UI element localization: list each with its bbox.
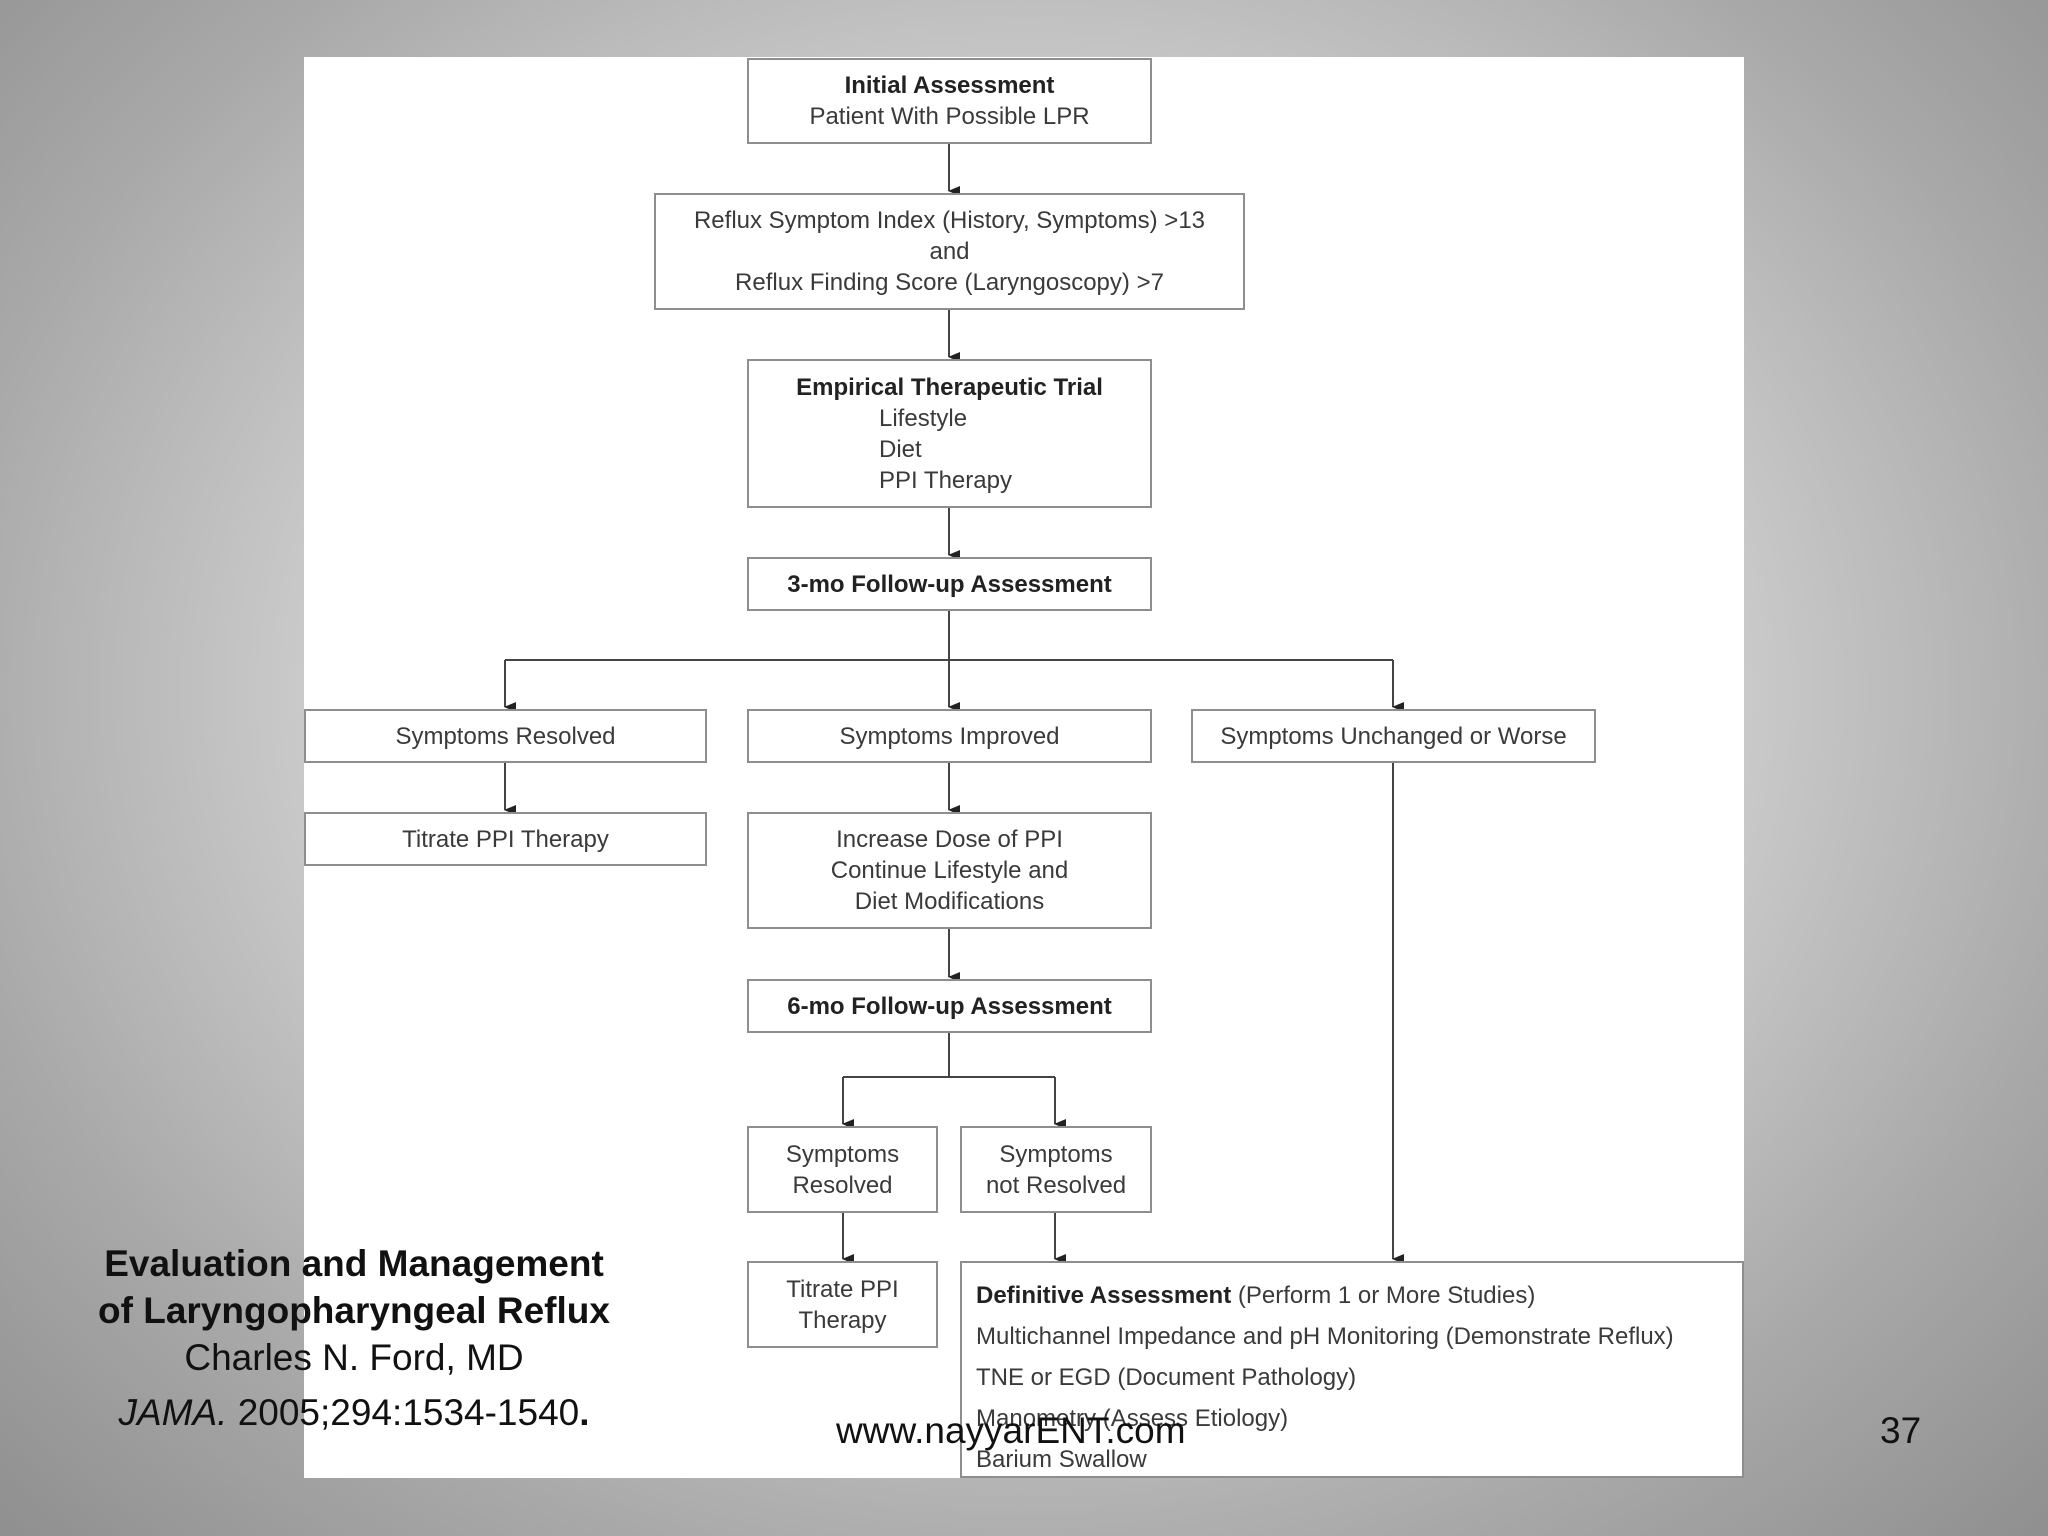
citation-author: Charles N. Ford, MD — [184, 1337, 524, 1378]
symptoms-resolved-box: Symptoms Resolved — [304, 709, 707, 763]
titrate-ppi-label: Titrate PPI Therapy — [402, 825, 609, 853]
split-line-followup3 — [505, 611, 1393, 661]
trial-item-lifestyle: Lifestyle — [879, 404, 968, 432]
titrate2-line2: Therapy — [798, 1306, 887, 1334]
increase-line1: Increase Dose of PPI — [836, 826, 1063, 853]
split-line-followup6 — [843, 1033, 1055, 1078]
citation-block: Evaluation and Management of Laryngophar… — [64, 1240, 644, 1436]
slide-number: 37 — [1880, 1410, 1922, 1451]
citation-period: . — [579, 1392, 590, 1433]
empirical-trial-title: Empirical Therapeutic Trial — [796, 373, 1103, 401]
citation-journal-line: JAMA. 2005;294:1534-1540. — [64, 1389, 644, 1436]
followup-3mo-box: 3-mo Follow-up Assessment — [747, 557, 1152, 611]
titrate2-line1: Titrate PPI — [786, 1275, 899, 1303]
website-url: www.nayyarENT.com — [836, 1410, 1186, 1451]
followup-6mo-box: 6-mo Follow-up Assessment — [747, 979, 1152, 1033]
definitive-item-manometry: Manometry (Assess Etiology) — [976, 1405, 1289, 1432]
initial-assessment-title: Initial Assessment — [844, 72, 1055, 99]
increase-dose-box: Increase Dose of PPI Continue Lifestyle … — [747, 812, 1152, 929]
resolved2-line1: Symptoms — [785, 1140, 900, 1168]
criteria-line2: and — [929, 238, 970, 265]
resolved2-line2: Resolved — [792, 1171, 893, 1199]
initial-assessment-subtitle: Patient With Possible LPR — [809, 103, 1090, 130]
citation-journal: JAMA. — [118, 1392, 228, 1433]
followup-3mo-label: 3-mo Follow-up Assessment — [787, 570, 1112, 598]
symptoms-unchanged-box: Symptoms Unchanged or Worse — [1191, 709, 1596, 763]
symptoms-not-resolved-box: Symptoms not Resolved — [960, 1126, 1152, 1213]
definitive-item-impedance: Multichannel Impedance and pH Monitoring… — [976, 1323, 1674, 1350]
citation-reference: 2005;294:1534-1540 — [227, 1392, 580, 1433]
definitive-item-tne: TNE or EGD (Document Pathology) — [976, 1364, 1357, 1391]
increase-line2: Continue Lifestyle and — [830, 857, 1069, 884]
trial-item-ppi: PPI Therapy — [879, 466, 1012, 494]
titrate-ppi-box: Titrate PPI Therapy — [304, 812, 707, 866]
symptoms-resolved-label: Symptoms Resolved — [395, 722, 616, 750]
trial-item-diet: Diet — [879, 435, 922, 463]
titrate-ppi-6mo-box: Titrate PPI Therapy — [747, 1261, 938, 1348]
definitive-title-note: (Perform 1 or More Studies) — [1237, 1282, 1536, 1309]
symptoms-improved-box: Symptoms Improved — [747, 709, 1152, 763]
criteria-line3: Reflux Finding Score (Laryngoscopy) >7 — [735, 269, 1164, 296]
definitive-item-barium: Barium Swallow — [976, 1446, 1147, 1473]
citation-title-line2: of Laryngopharyngeal Reflux — [98, 1290, 610, 1331]
criteria-box: Reflux Symptom Index (History, Symptoms)… — [654, 193, 1245, 310]
definitive-assessment-box: Definitive Assessment (Perform 1 or More… — [960, 1261, 1744, 1478]
citation-title-line1: Evaluation and Management — [104, 1243, 604, 1284]
symptoms-resolved-6mo-box: Symptoms Resolved — [747, 1126, 938, 1213]
symptoms-improved-label: Symptoms Improved — [839, 722, 1060, 750]
notresolved-line2: not Resolved — [985, 1171, 1127, 1199]
symptoms-unchanged-label: Symptoms Unchanged or Worse — [1220, 722, 1567, 750]
initial-assessment-box: Initial Assessment Patient With Possible… — [747, 58, 1152, 144]
criteria-line1: Reflux Symptom Index (History, Symptoms)… — [693, 207, 1206, 234]
empirical-trial-box: Empirical Therapeutic Trial Lifestyle Di… — [747, 359, 1152, 508]
definitive-title: Definitive Assessment — [976, 1282, 1232, 1309]
increase-line3: Diet Modifications — [854, 888, 1045, 915]
notresolved-line1: Symptoms — [999, 1140, 1113, 1168]
definitive-title-row: Definitive Assessment (Perform 1 or More… — [976, 1275, 1535, 1316]
followup-6mo-label: 6-mo Follow-up Assessment — [787, 992, 1112, 1020]
